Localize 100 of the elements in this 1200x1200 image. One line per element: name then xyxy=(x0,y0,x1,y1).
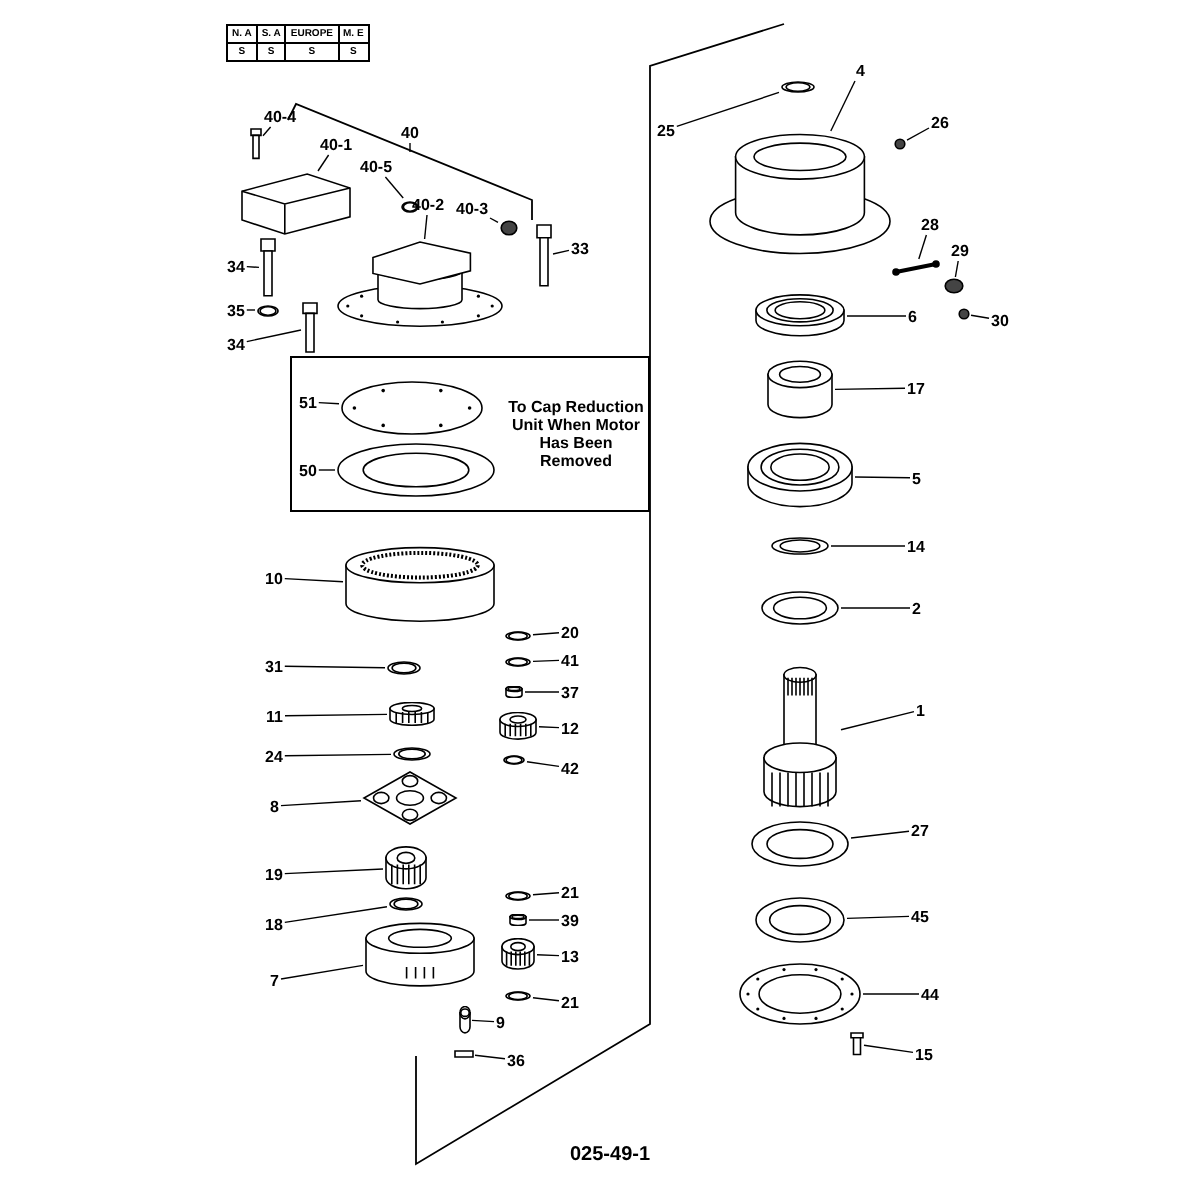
bushing-drawing xyxy=(457,1006,471,1034)
callout-number: 50 xyxy=(299,461,317,479)
leader-line xyxy=(384,176,404,199)
leader-line xyxy=(284,868,384,875)
callout-number: 12 xyxy=(561,719,579,737)
leader-line xyxy=(284,906,388,924)
note-text: To Cap Reduction Unit When Motor Has Been Removed xyxy=(506,398,646,470)
callout-number: 40-5 xyxy=(360,157,393,175)
bearing-drawing xyxy=(754,294,846,338)
callout-number: 34 xyxy=(227,335,245,353)
cover-plate-drawing xyxy=(340,380,484,436)
callout-number: 1 xyxy=(916,701,925,719)
callout-number: 28 xyxy=(921,215,939,233)
callout-number: 2 xyxy=(912,599,921,617)
leader-line xyxy=(246,329,302,343)
bushing-drawing xyxy=(508,914,528,926)
gear-drawing xyxy=(498,712,538,740)
leader-line xyxy=(280,800,362,807)
motor-drawing xyxy=(336,240,504,328)
callout-number: 14 xyxy=(907,537,925,555)
leader-line xyxy=(954,260,959,278)
ring-drawing xyxy=(504,630,532,642)
leader-line xyxy=(532,659,560,663)
bolt-drawing xyxy=(536,224,552,288)
housing-drawing xyxy=(708,132,892,256)
bearing-drawing xyxy=(746,442,854,510)
leader-line xyxy=(840,710,915,731)
leader-line xyxy=(284,753,392,757)
callout-number: 27 xyxy=(911,821,929,839)
leader-line xyxy=(532,997,560,1002)
callout-number: 35 xyxy=(227,301,245,319)
callout-number: 6 xyxy=(908,307,917,325)
planet-carrier-drawing xyxy=(364,922,476,990)
callout-number: 25 xyxy=(657,121,675,139)
ring-drawing xyxy=(780,79,816,93)
callout-number: 17 xyxy=(907,379,925,397)
callout-number: 37 xyxy=(561,683,579,701)
ring-drawing xyxy=(502,754,526,766)
pin-drawing xyxy=(454,1050,474,1058)
leader-line xyxy=(862,993,920,995)
leader-line xyxy=(830,545,906,547)
leader-line xyxy=(246,265,260,269)
callout-number: 11 xyxy=(266,707,283,725)
leader-line xyxy=(284,713,388,717)
leader-line xyxy=(318,401,340,405)
ring-drawing xyxy=(256,303,280,317)
ring-drawing xyxy=(386,660,422,676)
leader-line xyxy=(280,964,364,980)
leader-line xyxy=(830,80,856,132)
callout-number: 41 xyxy=(561,651,579,669)
leader-line xyxy=(676,91,780,128)
callout-number: 36 xyxy=(507,1051,525,1069)
callout-number: 18 xyxy=(265,915,283,933)
leader-line xyxy=(471,1019,495,1023)
ring-drawing xyxy=(504,890,532,902)
callout-number: 13 xyxy=(561,947,579,965)
callout-number: 20 xyxy=(561,623,579,641)
tube-drawing xyxy=(892,260,940,276)
leader-line xyxy=(854,476,911,479)
leader-line xyxy=(538,726,560,729)
leader-line xyxy=(284,577,344,583)
callout-number: 51 xyxy=(299,393,317,411)
leader-line xyxy=(834,387,906,391)
callout-number: 29 xyxy=(951,241,969,259)
bolt-drawing xyxy=(260,238,276,298)
bushing-drawing xyxy=(766,360,834,420)
leader-line xyxy=(850,830,910,839)
ring-gear-drawing xyxy=(344,546,496,626)
leader-line xyxy=(863,1044,914,1054)
leader-line xyxy=(246,309,256,311)
leader-line xyxy=(532,892,560,896)
bolt-drawing xyxy=(250,128,262,160)
callout-number: 40 xyxy=(401,123,419,141)
callout-number: 7 xyxy=(270,971,279,989)
callout-number: 5 xyxy=(912,469,921,487)
leader-line xyxy=(317,154,330,172)
leader-line xyxy=(970,314,990,319)
callout-number: 39 xyxy=(561,911,579,929)
leader-line xyxy=(318,469,336,471)
bolt-drawing xyxy=(302,302,318,354)
leader-line xyxy=(474,1054,506,1060)
plug-drawing xyxy=(958,308,970,320)
callout-number: 8 xyxy=(270,797,279,815)
callout-number: 26 xyxy=(931,113,949,131)
callout-number: 45 xyxy=(911,907,929,925)
ring-drawing xyxy=(336,442,496,498)
callout-number: 21 xyxy=(561,883,579,901)
callout-number: 30 xyxy=(991,311,1009,329)
gear-drawing xyxy=(384,846,428,890)
callout-number: 19 xyxy=(265,865,283,883)
valve-block-drawing xyxy=(240,172,352,236)
ring-drawing xyxy=(760,590,840,626)
callout-number: 40-3 xyxy=(456,199,489,217)
leader-line xyxy=(262,126,272,137)
leader-line xyxy=(409,142,411,153)
ring-drawing xyxy=(754,896,846,944)
ring-drawing xyxy=(504,990,532,1002)
ring-drawing xyxy=(392,746,432,762)
callout-number: 42 xyxy=(561,759,579,777)
leader-line xyxy=(423,214,428,240)
